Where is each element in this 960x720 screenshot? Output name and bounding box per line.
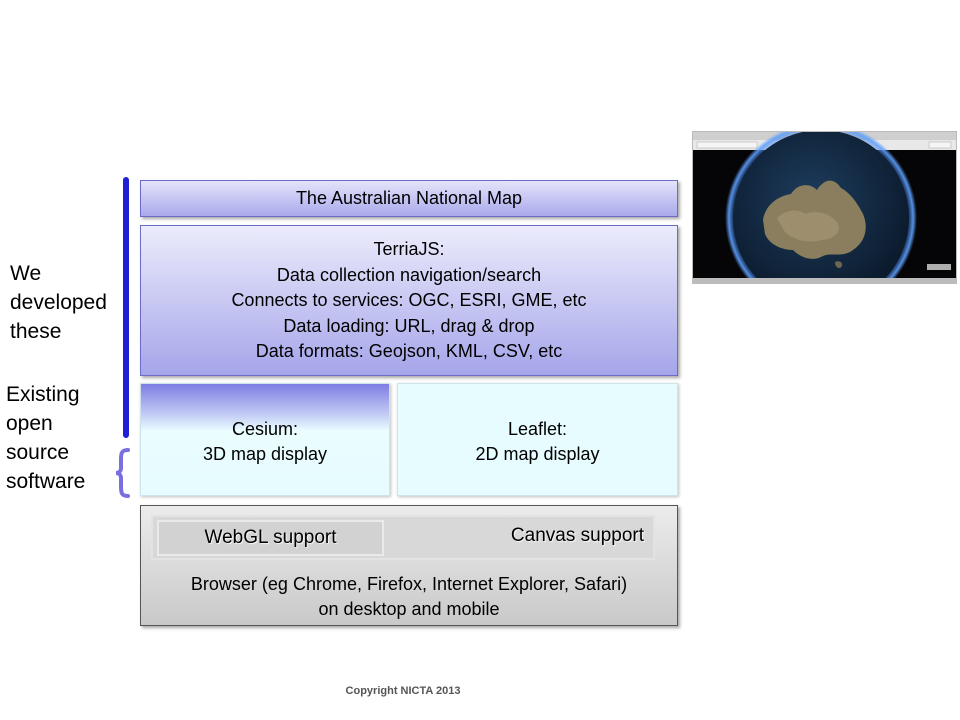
terria-line: Data collection navigation/search bbox=[276, 264, 542, 285]
we-developed-label: We developed these bbox=[10, 259, 107, 346]
developed-bracket-bar bbox=[123, 177, 129, 438]
curly-brace-icon bbox=[115, 448, 130, 498]
globe-screenshot-image bbox=[693, 132, 956, 283]
label-line: developed bbox=[10, 291, 107, 314]
copyright-footer: Copyright NICTA 2013 bbox=[345, 685, 461, 697]
browser-layer: WebGL support Canvas support Browser (eg… bbox=[140, 505, 678, 626]
label-line: source bbox=[6, 441, 70, 464]
national-map-screenshot bbox=[692, 131, 957, 284]
label-line: Existing bbox=[6, 383, 80, 406]
browser-line: on desktop and mobile bbox=[318, 599, 500, 619]
label-line: open bbox=[6, 412, 53, 435]
support-row: WebGL support Canvas support bbox=[151, 515, 655, 560]
browser-line: Browser (eg Chrome, Firefox, Internet Ex… bbox=[190, 574, 628, 594]
terria-line: Data loading: URL, drag & drop bbox=[283, 315, 535, 336]
cesium-line: Cesium: bbox=[231, 419, 298, 439]
browser-description: Browser (eg Chrome, Firefox, Internet Ex… bbox=[141, 572, 677, 622]
leaflet-line: 2D map display bbox=[475, 444, 600, 464]
layer-title: The Australian National Map bbox=[295, 188, 523, 208]
leaflet-line: Leaflet: bbox=[507, 419, 568, 439]
australian-national-map-layer: The Australian National Map bbox=[140, 180, 678, 217]
label-line: We bbox=[10, 262, 42, 285]
terriajs-layer: TerriaJS: Data collection navigation/sea… bbox=[140, 225, 678, 376]
leaflet-layer: Leaflet: 2D map display bbox=[397, 383, 678, 496]
label-line: software bbox=[6, 470, 86, 493]
cesium-line: 3D map display bbox=[202, 444, 328, 464]
label-line: these bbox=[10, 320, 62, 343]
terria-line: Connects to services: OGC, ESRI, GME, et… bbox=[231, 290, 587, 310]
webgl-support-label: WebGL support bbox=[157, 520, 384, 556]
cesium-layer: Cesium: 3D map display bbox=[140, 383, 390, 496]
terria-line: Data formats: Geojson, KML, CSV, etc bbox=[255, 341, 563, 361]
existing-software-label: Existing open source software bbox=[6, 380, 85, 496]
canvas-support-label: Canvas support bbox=[510, 525, 644, 546]
terria-line: TerriaJS: bbox=[373, 239, 445, 259]
